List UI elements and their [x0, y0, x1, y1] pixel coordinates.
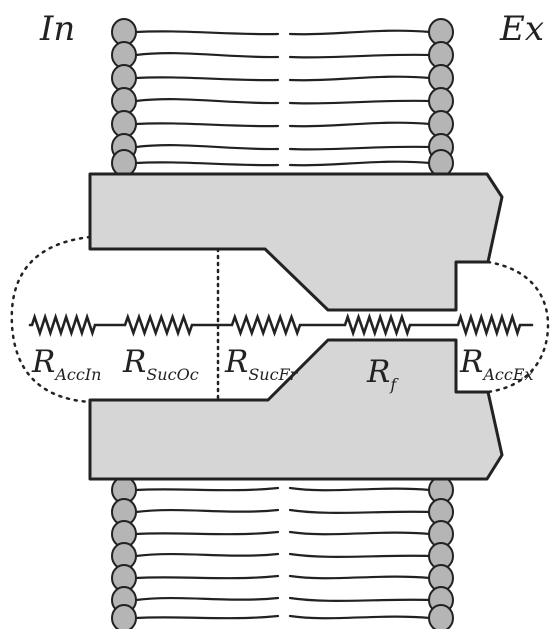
lipid-head-icon [111, 604, 137, 629]
lipid-tail-left [134, 76, 280, 82]
lipid-tail-right [288, 121, 432, 128]
resistor-label-access-in: RAccIn [31, 344, 101, 384]
resistor-zigzag-wire [28, 312, 534, 338]
resistor-label-suc-fr: RSucFr [224, 344, 299, 384]
lipid-tail-left [134, 552, 280, 558]
lipid-tail-left [134, 596, 280, 602]
lipid-tail-left [134, 486, 280, 492]
lipid-tail-right [288, 160, 432, 167]
outside-label: Ex [499, 9, 544, 49]
lipid-head-icon [111, 149, 137, 177]
resistor-label-f: Rf [366, 354, 399, 394]
outer-access-boundary [486, 260, 550, 394]
membrane-lipid-bilayer [111, 18, 454, 629]
lipid-tail-left [134, 98, 280, 105]
lipid-tail-right [288, 145, 432, 151]
lipid-tail-right [288, 99, 432, 105]
channel-lower-wall [88, 338, 504, 481]
lipid-tail-right [288, 574, 432, 580]
lipid-tail-left [134, 508, 280, 514]
lipid-tail-left [134, 30, 280, 36]
lipid-tail-left [134, 144, 280, 151]
channel-upper-wall [88, 172, 504, 312]
lipid-tail-left [134, 614, 280, 620]
lipid-tail-right [288, 29, 432, 36]
lipid-tail-left [134, 52, 280, 59]
lipid-tail-right [288, 530, 432, 536]
inner-access-boundary [10, 235, 92, 404]
lipid-tail-left [134, 530, 280, 536]
lipid-head-icon [428, 604, 454, 629]
lipid-tail-right [288, 486, 432, 492]
lipid-tail-right [288, 75, 432, 82]
lipid-tail-right [288, 53, 432, 59]
lipid-head-icon [428, 149, 454, 177]
lipid-tail-left [134, 122, 280, 128]
inside-label: In [39, 9, 75, 49]
lipid-tail-right [288, 508, 432, 514]
lipid-tail-right [288, 614, 432, 620]
lipid-tail-left [134, 574, 280, 580]
lipid-tail-right [288, 596, 432, 602]
lipid-tail-left [134, 161, 280, 167]
resistor-label-access-ex: RAccEx [459, 344, 534, 384]
lipid-tail-right [288, 552, 432, 558]
resistor-label-suc-oc: RSucOc [122, 344, 199, 384]
resistor-chain [28, 312, 534, 338]
